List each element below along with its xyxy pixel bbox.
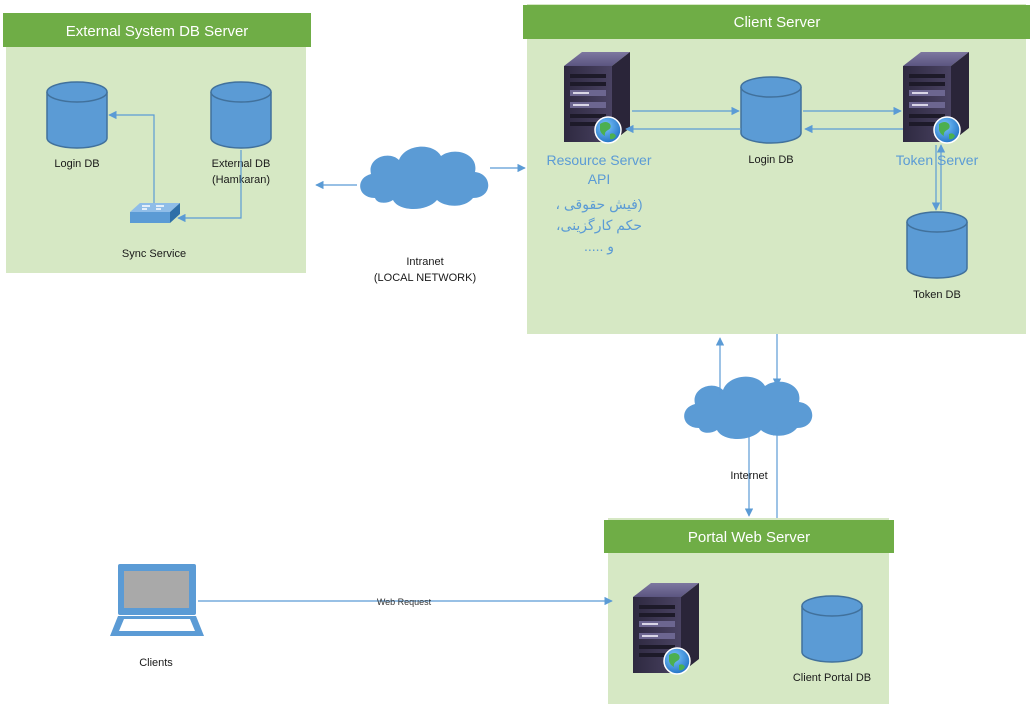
server-icon bbox=[632, 582, 700, 675]
resource-server-note-line1: (فیش حقوقی ، bbox=[555, 196, 642, 213]
server-icon bbox=[902, 51, 970, 144]
intranet-label-line2: (LOCAL NETWORK) bbox=[374, 272, 476, 284]
database-icon bbox=[801, 595, 863, 663]
sync-to-login-db-connector bbox=[108, 110, 155, 203]
internet-label: Internet bbox=[730, 470, 767, 482]
intranet-label-line1: Intranet bbox=[406, 256, 443, 268]
database-icon bbox=[740, 76, 802, 144]
client-panel-header bbox=[523, 5, 1030, 39]
external-panel-header bbox=[3, 13, 311, 47]
database-icon bbox=[46, 81, 108, 149]
network-switch-icon bbox=[130, 203, 180, 223]
resource-server-label-line1: Resource Server bbox=[546, 152, 651, 168]
resource-server-note-line3: و ..... bbox=[584, 238, 614, 255]
external-panel-title: External System DB Server bbox=[66, 23, 249, 40]
server-icon bbox=[563, 51, 631, 144]
clients-label: Clients bbox=[139, 657, 173, 669]
portal-panel-header bbox=[604, 520, 894, 553]
external-db-to-sync-connector bbox=[177, 150, 242, 223]
web-request-label: Web Request bbox=[377, 597, 432, 607]
external-login-db-label: Login DB bbox=[54, 158, 99, 170]
database-icon bbox=[906, 211, 968, 279]
sync-service-label: Sync Service bbox=[122, 248, 186, 260]
laptop-icon bbox=[110, 564, 204, 636]
token-db-label: Token DB bbox=[913, 289, 961, 301]
cloud-icon bbox=[360, 146, 489, 209]
client-panel-title: Client Server bbox=[734, 14, 821, 31]
client-login-db-label: Login DB bbox=[748, 154, 793, 166]
resource-server-note-line2: حکم کارگزینی، bbox=[556, 217, 642, 234]
resource-server-label-line2: API bbox=[588, 171, 611, 187]
client-portal-db-label: Client Portal DB bbox=[793, 672, 871, 684]
cloud-icon bbox=[684, 376, 813, 439]
database-icon bbox=[210, 81, 272, 149]
portal-panel-title: Portal Web Server bbox=[688, 529, 810, 546]
token-server-label: Token Server bbox=[896, 152, 979, 168]
